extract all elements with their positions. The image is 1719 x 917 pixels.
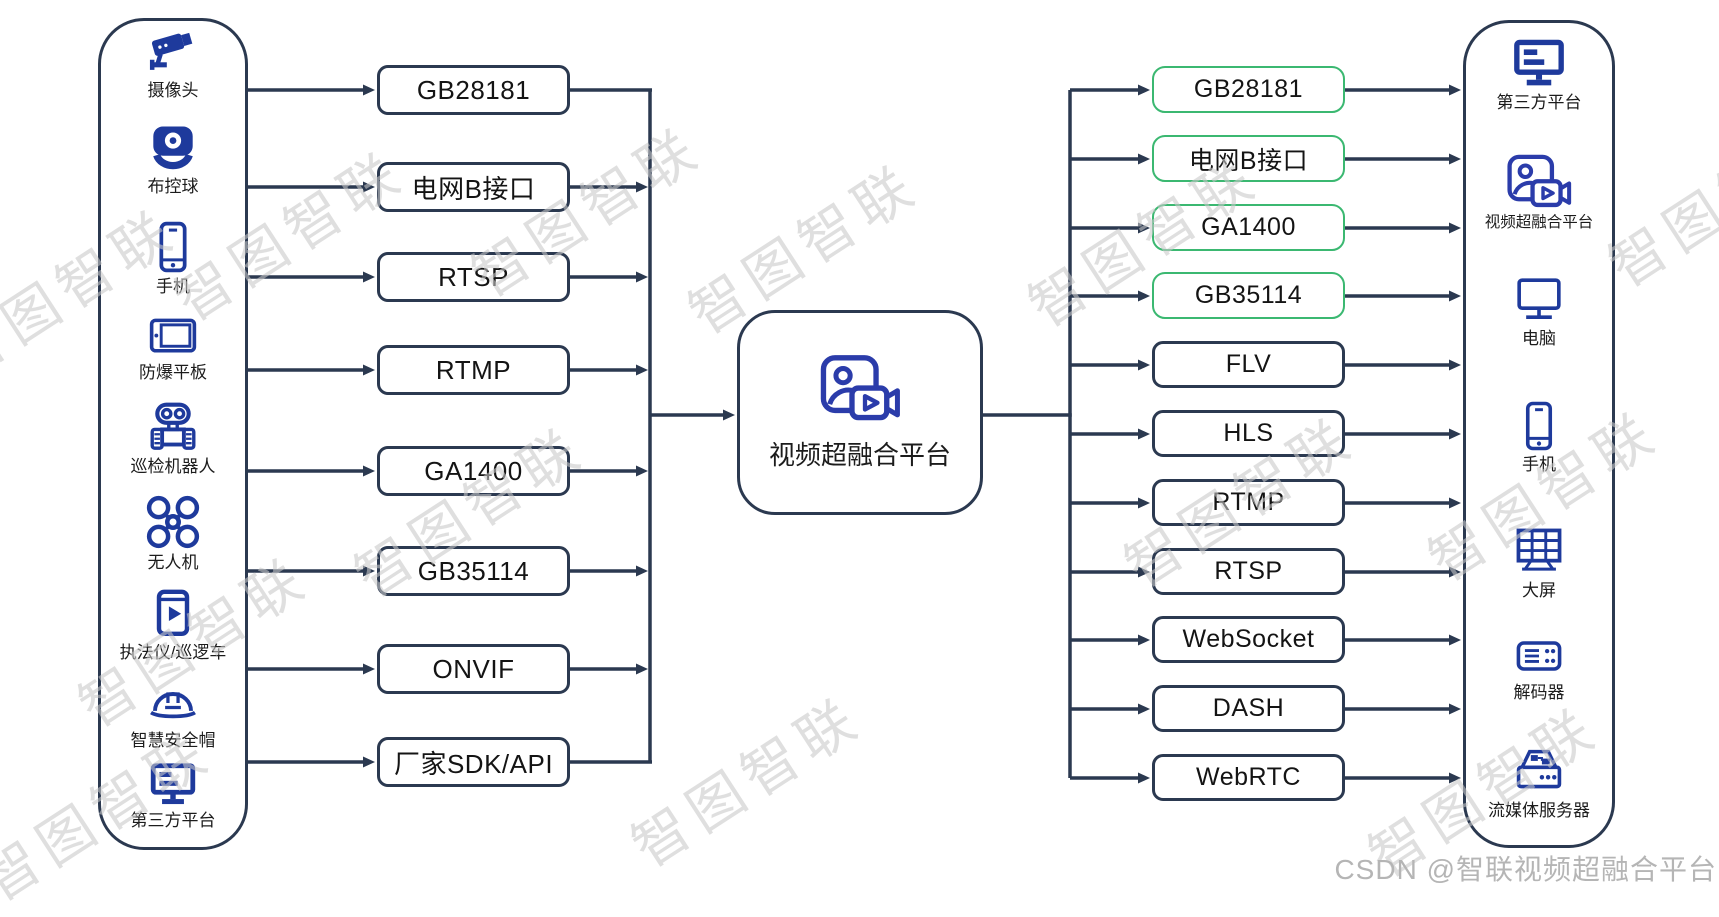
output-protocol-box: RTSP <box>1152 548 1345 595</box>
protocol-label: GA1400 <box>424 455 523 486</box>
protocol-label: 电网B接口 <box>411 173 536 204</box>
ingest-protocol-box: 电网B接口 <box>377 162 570 212</box>
ingest-protocol-box: RTMP <box>377 345 570 395</box>
output-protocol-box: RTMP <box>1152 479 1345 526</box>
ingest-protocol-box: ONVIF <box>377 644 570 694</box>
protocol-label: 电网B接口 <box>1188 146 1309 175</box>
output-protocol-box: WebRTC <box>1152 754 1345 801</box>
protocol-label: RTMP <box>1212 488 1285 516</box>
watermark: 智图智联 <box>620 684 874 880</box>
ingest-protocol-box: GB28181 <box>377 65 570 115</box>
protocol-label: FLV <box>1225 350 1272 378</box>
ingest-protocol-box: RTSP <box>377 252 570 302</box>
protocol-label: GB35114 <box>1194 281 1303 309</box>
protocol-label: WebSocket <box>1182 625 1315 653</box>
ingest-protocol-box: GB35114 <box>377 546 570 596</box>
output-protocol-box: HLS <box>1152 410 1345 457</box>
protocol-label: 厂家SDK/API <box>393 748 554 779</box>
output-protocol-box: GB35114 <box>1152 272 1345 319</box>
protocol-label: RTMP <box>435 354 512 385</box>
output-protocol-box: DASH <box>1152 685 1345 732</box>
protocol-label: DASH <box>1212 694 1285 722</box>
protocol-label: RTSP <box>438 261 509 292</box>
output-protocol-box: 电网B接口 <box>1152 135 1345 182</box>
fusion-platform-label: 视频超融合平台 <box>768 440 951 470</box>
protocol-label: WebRTC <box>1196 763 1301 791</box>
output-protocol-box: FLV <box>1152 341 1345 388</box>
source-devices-panel <box>98 18 248 850</box>
ingest-protocol-box: 厂家SDK/API <box>377 737 570 787</box>
protocol-label: RTSP <box>1214 557 1283 585</box>
output-protocol-box: WebSocket <box>1152 616 1345 663</box>
csdn-credit: CSDN @智联视频超融合平台 <box>1334 854 1717 885</box>
ingest-protocol-box: GA1400 <box>377 446 570 496</box>
output-protocol-box: GB28181 <box>1152 66 1345 113</box>
protocol-label: GA1400 <box>1201 213 1296 241</box>
protocol-label: GB28181 <box>416 74 531 105</box>
protocol-label: GB28181 <box>1193 75 1304 103</box>
protocol-label: ONVIF <box>432 653 515 684</box>
consumer-devices-panel <box>1463 20 1615 848</box>
protocol-label: HLS <box>1223 419 1274 447</box>
output-protocol-box: GA1400 <box>1152 204 1345 251</box>
protocol-label: GB35114 <box>417 555 530 586</box>
fusion-platform-icon <box>819 353 901 425</box>
fusion-platform-node: 视频超融合平台 <box>737 310 983 515</box>
